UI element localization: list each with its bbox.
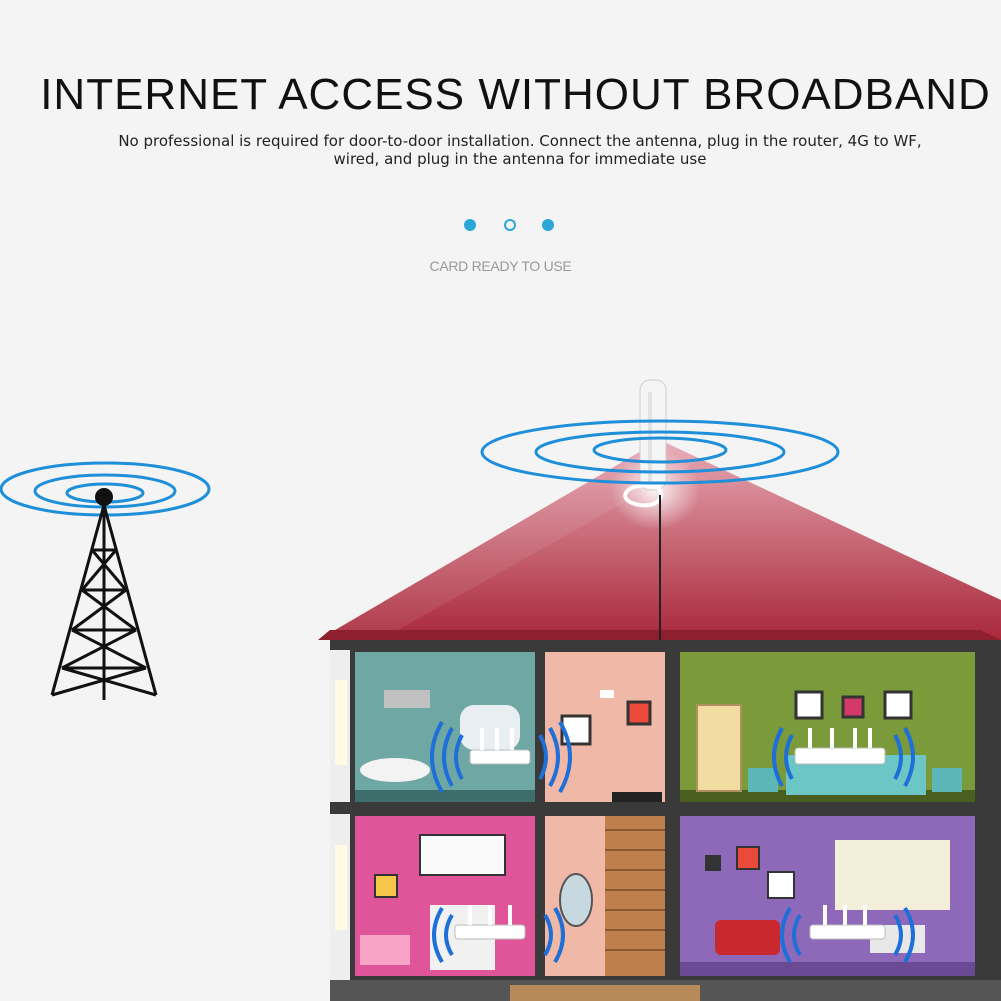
carousel-dot-3[interactable] [542,219,554,231]
room-living [680,816,975,976]
room-kitchen [355,816,535,976]
router-icon [454,747,886,940]
page-title: INTERNET ACCESS WITHOUT BROADBAND [40,70,991,119]
header: INTERNET ACCESS WITHOUT BROADBAND No pro… [0,0,1001,200]
carousel-dot-2[interactable] [504,219,516,231]
room-hallway-lower [510,816,700,1001]
router-antennas [468,728,872,925]
carousel-dot-1[interactable] [464,219,476,231]
room-bathroom [355,652,535,802]
antenna-signal-rings [480,419,840,485]
cell-tower-icon [0,461,211,700]
carousel-dots [462,219,562,235]
room-bedroom [680,652,975,802]
wifi-wave-icon [430,721,915,964]
card-ready-caption: CARD READY TO USE [429,258,572,274]
page-subtitle: No professional is required for door-to-… [118,132,922,168]
